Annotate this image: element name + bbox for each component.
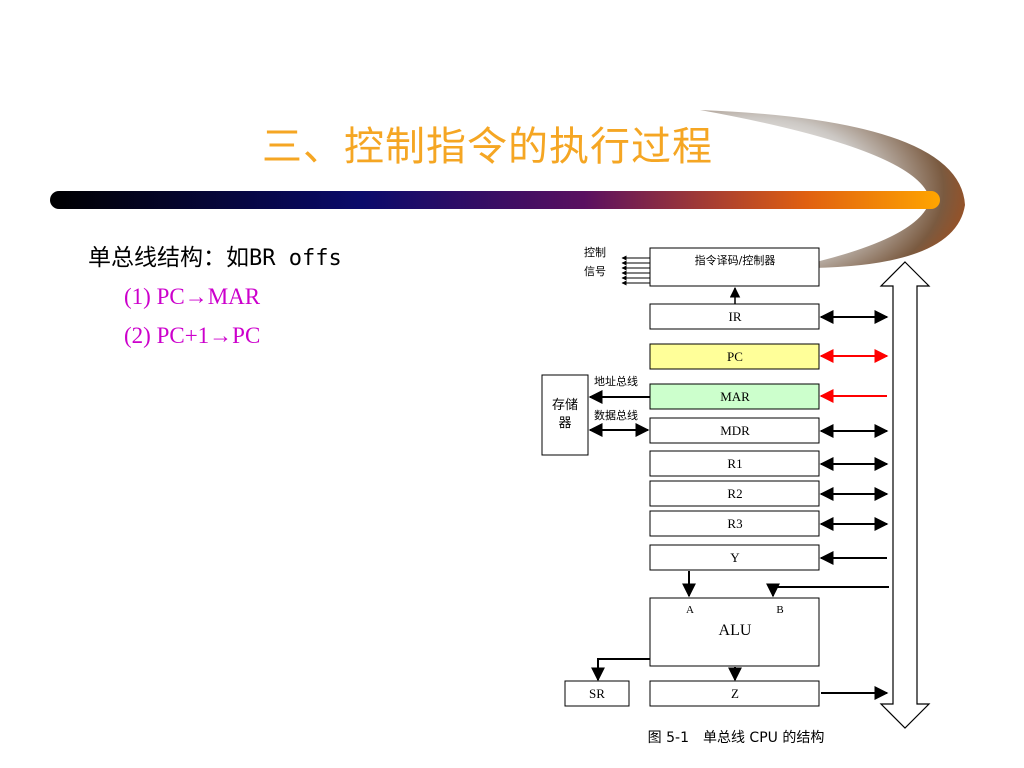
ir-box [649, 303, 820, 330]
step-2: (2) PC+1→PC [124, 323, 261, 348]
data-bus-label: 数据总线 [594, 408, 638, 422]
alu-input-a-label: A [686, 604, 694, 616]
body-line-1: 单总线结构：如BR offs [88, 238, 342, 272]
address-bus-label: 地址总线 [594, 374, 638, 388]
mdr-box [649, 417, 820, 444]
mdr-label: MDR [720, 423, 750, 438]
ir-label: IR [729, 309, 742, 324]
control-signal-label-2: 信号 [584, 265, 606, 278]
swoosh-shape [700, 110, 965, 269]
pc-box [649, 343, 820, 370]
control-signal-label-1: 控制 [584, 245, 606, 259]
pc-label: PC [727, 349, 743, 364]
controller-label: 指令译码/控制器 [695, 253, 776, 267]
body-line-1-code: BR offs [249, 246, 342, 271]
divider-bar [50, 191, 940, 209]
z-label: Z [731, 686, 739, 701]
r2-label: R2 [727, 486, 742, 501]
alu-label: ALU [719, 622, 752, 639]
diagram-caption: 图 5-1 单总线 CPU 的结构 [648, 730, 825, 746]
controller-box [649, 247, 820, 287]
bus-to-alu-b-arrow [766, 583, 889, 598]
alu-input-b-label: B [776, 604, 783, 616]
r1-label: R1 [727, 456, 742, 471]
slide-title: 三、控制指令的执行过程 [262, 124, 713, 170]
system-bus [879, 261, 931, 729]
r1-box [649, 450, 820, 477]
memory-label-1: 存储 [552, 398, 578, 413]
step-1: (1) PC→MAR [124, 284, 261, 309]
body-line-1-text: 单总线结构：如 [88, 245, 249, 271]
memory-box [541, 374, 589, 456]
alu-box [649, 597, 820, 667]
memory-label-2: 器 [558, 416, 571, 431]
r2-box [649, 480, 820, 507]
alu-to-sr-arrow [591, 658, 650, 682]
r3-box [649, 510, 820, 537]
y-label: Y [730, 550, 740, 565]
r3-label: R3 [727, 516, 742, 531]
mar-box [649, 383, 820, 410]
y-box [649, 544, 820, 571]
control-signal-lines [621, 255, 650, 286]
mar-label: MAR [720, 389, 750, 404]
sr-label: SR [589, 686, 605, 701]
sr-box [564, 680, 630, 707]
z-box [649, 680, 820, 707]
